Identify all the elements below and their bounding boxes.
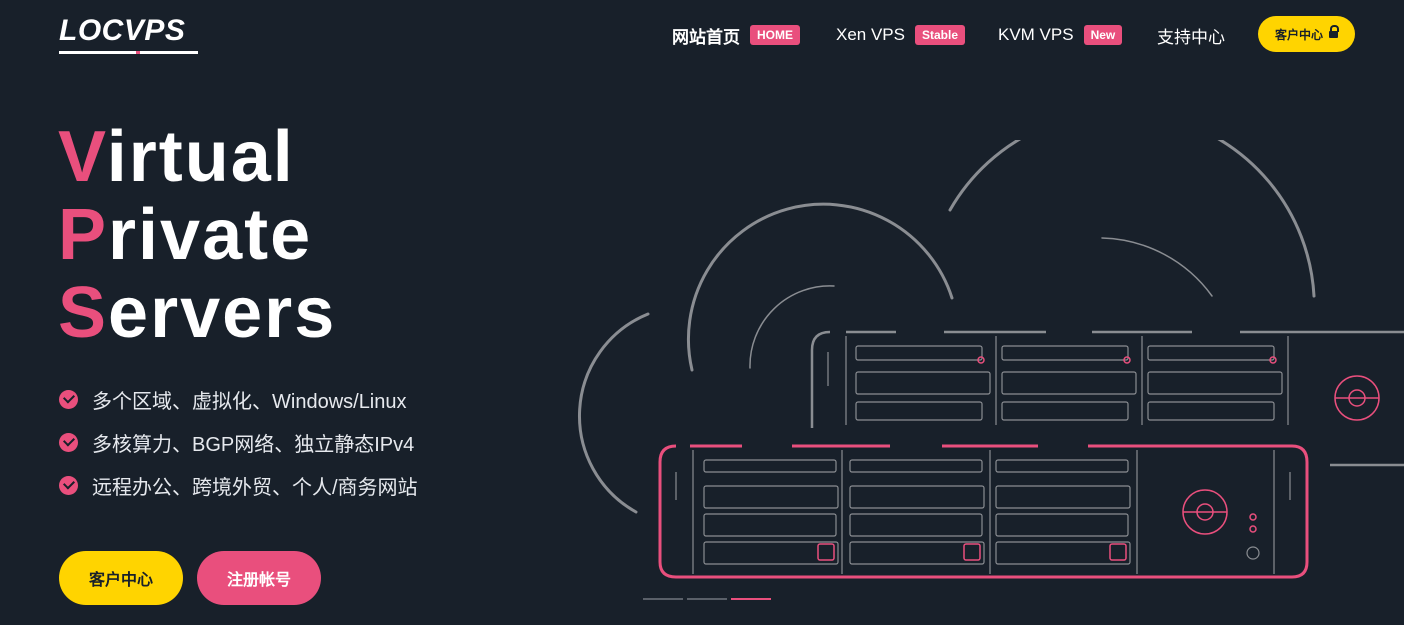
nav-item-xen-vps[interactable]: Xen VPS Stable xyxy=(836,22,966,48)
hero-line-rest: irtual xyxy=(106,117,295,197)
hero-line-servers: Servers xyxy=(58,274,336,352)
register-account-button[interactable]: 注册帐号 xyxy=(197,551,321,605)
carousel-dot-2[interactable] xyxy=(687,598,727,600)
nav-item-kvm-vps[interactable]: KVM VPS New xyxy=(998,22,1123,48)
carousel-dot-1[interactable] xyxy=(643,598,683,600)
hero-initial: P xyxy=(58,195,109,275)
top-nav: LOCVPS 网站首页 HOME Xen VPS Stable KVM VPS … xyxy=(0,0,1404,70)
feature-item: 多核算力、BGP网络、独立静态IPv4 xyxy=(59,421,418,464)
check-circle-icon xyxy=(59,390,78,409)
lock-icon xyxy=(1329,25,1339,39)
nav-item-label: 支持中心 xyxy=(1157,27,1225,47)
feature-text: 远程办公、跨境外贸、个人/商务网站 xyxy=(92,477,418,499)
feature-list: 多个区域、虚拟化、Windows/Linux 多核算力、BGP网络、独立静态IP… xyxy=(59,378,418,507)
carousel-dot-3[interactable] xyxy=(731,598,771,600)
logo-underline xyxy=(59,51,198,54)
feature-text: 多核算力、BGP网络、独立静态IPv4 xyxy=(92,434,415,456)
nav-badge-new: New xyxy=(1083,25,1123,45)
hero-initial: S xyxy=(58,273,109,353)
nav-item-label: KVM VPS xyxy=(998,25,1074,44)
hero-line-rest: rivate xyxy=(108,195,313,275)
check-circle-icon xyxy=(59,476,78,495)
client-center-nav-button[interactable]: 客户中心 xyxy=(1258,16,1355,52)
nav-item-home[interactable]: 网站首页 HOME xyxy=(672,22,800,48)
logo-accent-dot xyxy=(136,51,140,54)
check-circle-icon xyxy=(59,433,78,452)
client-center-nav-label: 客户中心 xyxy=(1274,27,1323,42)
nav-item-label: 网站首页 xyxy=(672,27,740,47)
nav-item-label: Xen VPS xyxy=(836,25,905,44)
hero-line-rest: ervers xyxy=(108,273,337,353)
nav-badge-stable: Stable xyxy=(915,25,966,45)
hero-title: Virtual Private Servers xyxy=(58,118,336,352)
feature-item: 远程办公、跨境外贸、个人/商务网站 xyxy=(59,464,418,507)
client-center-button[interactable]: 客户中心 xyxy=(59,551,183,605)
carousel-indicators xyxy=(643,598,771,600)
cloud-server-illustration xyxy=(578,140,1404,579)
hero-initial: V xyxy=(58,117,107,197)
hero-line-virtual: Virtual xyxy=(58,118,336,196)
nav-badge-home: HOME xyxy=(750,25,800,45)
hero-line-private: Private xyxy=(58,196,336,274)
nav-item-support[interactable]: 支持中心 xyxy=(1157,22,1225,48)
feature-text: 多个区域、虚拟化、Windows/Linux xyxy=(92,391,407,413)
feature-item: 多个区域、虚拟化、Windows/Linux xyxy=(59,378,418,421)
brand-logo[interactable]: LOCVPS xyxy=(59,14,186,47)
